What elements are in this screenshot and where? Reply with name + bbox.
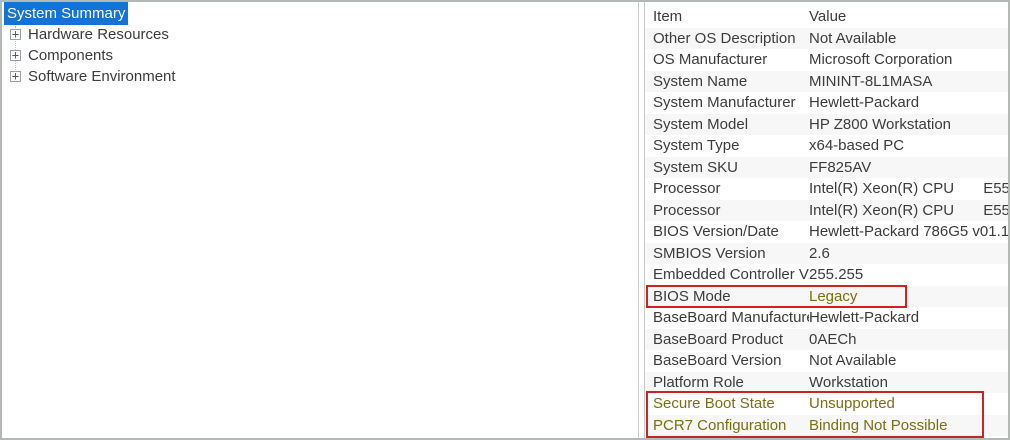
table-row[interactable]: SMBIOS Version 2.6 (645, 242, 1008, 264)
tree-item-software-environment[interactable]: + Software Environment (2, 66, 638, 87)
item-cell: BaseBoard Version (653, 352, 782, 369)
item-cell: Processor (653, 180, 721, 197)
item-cell: BIOS Mode (653, 287, 731, 305)
tree-item-label: Components (28, 47, 114, 64)
tree-item-label: Hardware Resources (28, 26, 169, 43)
table-row[interactable]: BaseBoard Version Not Available (645, 350, 1008, 372)
table-row[interactable]: System Manufacturer Hewlett-Packard (645, 92, 1008, 114)
table-row[interactable]: BIOS Mode Legacy (645, 285, 1008, 307)
expand-plus-icon[interactable]: + (10, 69, 21, 83)
item-cell: System Manufacturer (653, 94, 796, 111)
value-cell: Intel(R) Xeon(R) CPU E5506 (809, 180, 1008, 197)
table-row[interactable]: System Type x64-based PC (645, 135, 1008, 157)
item-cell: System Model (653, 115, 749, 133)
table-row[interactable]: System SKU FF825AV (645, 156, 1008, 178)
item-cell: SMBIOS Version (653, 244, 766, 262)
item-cell: System SKU (653, 158, 739, 176)
item-cell: BIOS Version/Date (653, 223, 779, 240)
value-cell: MININT-8L1MASA (809, 72, 933, 90)
value-cell: Not Available (809, 29, 897, 47)
value-cell: 0AECh (809, 330, 857, 348)
value-cell: Hewlett-Packard (809, 94, 920, 111)
table-row[interactable]: OS Manufacturer Microsoft Corporation (645, 49, 1008, 71)
table-row[interactable]: Processor Intel(R) Xeon(R) CPU E5506 (645, 178, 1008, 200)
value-cell: Intel(R) Xeon(R) CPU E5506 (809, 201, 1008, 219)
value-cell: Hewlett-Packard 786G5 v01.17, 8/ (809, 223, 1008, 240)
value-cell: Microsoft Corporation (809, 51, 953, 68)
tree-item-components[interactable]: + Components (2, 45, 638, 66)
item-cell: BaseBoard Product (653, 330, 784, 348)
table-row[interactable]: BIOS Version/Date Hewlett-Packard 786G5 v… (645, 221, 1008, 243)
expand-plus-icon[interactable]: + (10, 48, 21, 62)
table-row[interactable]: System Name MININT-8L1MASA (645, 70, 1008, 92)
value-cell: 2.6 (809, 244, 830, 262)
expand-plus-icon[interactable]: + (10, 27, 21, 41)
item-cell: Processor (653, 201, 721, 219)
tree-item-hardware-resources[interactable]: + Hardware Resources (2, 24, 638, 45)
item-cell: Secure Boot State (653, 395, 775, 412)
value-cell: FF825AV (809, 158, 872, 176)
value-cell: Legacy (809, 287, 858, 305)
table-row[interactable]: BaseBoard Product 0AECh (645, 328, 1008, 350)
value-cell: x64-based PC (809, 137, 905, 154)
table-row[interactable]: Secure Boot State Unsupported (645, 393, 1008, 415)
table-row[interactable]: Other OS Description Not Available (645, 27, 1008, 49)
item-cell: System Name (653, 72, 748, 90)
details-header-row: Item Value (645, 6, 1008, 28)
value-cell: Hewlett-Packard (809, 309, 920, 326)
item-cell: Other OS Description (653, 29, 796, 47)
column-header-value: Value (809, 8, 847, 25)
tree-item-label: Software Environment (28, 68, 176, 85)
column-header-item: Item (653, 8, 683, 25)
item-cell: OS Manufacturer (653, 51, 768, 68)
value-cell: 255.255 (809, 266, 864, 283)
item-cell: Embedded Controller V... (653, 266, 809, 283)
item-cell: PCR7 Configuration (653, 416, 787, 434)
item-cell: Platform Role (653, 373, 744, 391)
tree-item-system-summary[interactable]: System Summary (2, 2, 638, 25)
value-cell: Unsupported (809, 395, 895, 412)
value-cell: Not Available (809, 352, 897, 369)
table-row[interactable]: Embedded Controller V...255.255 (645, 264, 1008, 286)
table-row[interactable]: Processor Intel(R) Xeon(R) CPU E5506 (645, 199, 1008, 221)
item-cell: System Type (653, 137, 740, 154)
table-row[interactable]: Platform Role Workstation (645, 371, 1008, 393)
table-row[interactable]: PCR7 Configuration Binding Not Possible (645, 414, 1008, 436)
value-cell: Binding Not Possible (809, 416, 948, 434)
tree-item-label: System Summary (4, 2, 129, 25)
navigation-tree-panel: System Summary + Hardware Resources + Compon… (2, 2, 639, 438)
item-cell: BaseBoard Manufacturer (653, 309, 809, 326)
value-cell: HP Z800 Workstation (809, 115, 952, 133)
table-row[interactable]: System Model HP Z800 Workstation (645, 113, 1008, 135)
value-cell: Workstation (809, 373, 888, 391)
